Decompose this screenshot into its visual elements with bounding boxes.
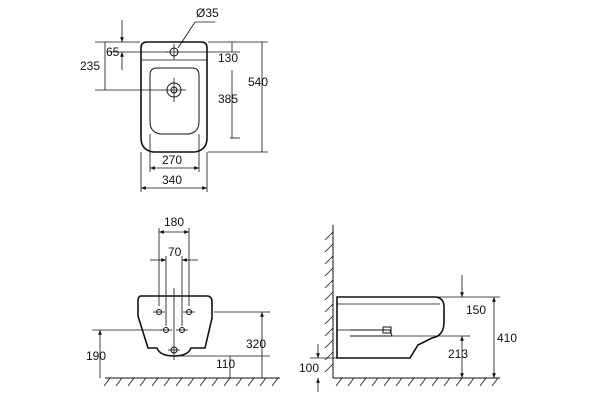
dim-inner-bolts: 70	[168, 245, 182, 259]
side-view: 150 213 410 100	[299, 225, 517, 392]
dim-hole-diameter: Ø35	[196, 6, 219, 20]
top-view-bowl-outline	[140, 41, 208, 153]
dim-inlet-to-floor: 213	[448, 347, 468, 361]
dim-hole-offset: 65	[106, 45, 120, 59]
dim-bolt-height: 320	[246, 337, 266, 351]
dim-overall-height: 410	[497, 331, 517, 345]
top-view-basin	[149, 67, 200, 135]
dim-rim-to-drain: 235	[80, 59, 100, 73]
dim-outer-bolts: 180	[164, 215, 184, 229]
dim-bottom-height: 110	[216, 357, 235, 371]
side-view-outline	[336, 296, 445, 359]
rear-view: 180 70 190 320 110	[86, 215, 280, 387]
dim-inner-width: 270	[162, 153, 182, 167]
top-view: Ø35 65 235 130 385 540 270 340	[80, 6, 268, 192]
dim-top-to-hole: 130	[218, 51, 238, 65]
dim-hole-to-front: 385	[218, 92, 238, 106]
dim-total-depth: 540	[248, 75, 268, 89]
dim-drain-height: 190	[86, 349, 106, 363]
dim-floor-gap: 100	[299, 361, 319, 375]
dim-outer-width: 340	[162, 173, 182, 187]
dim-top-to-inlet: 150	[466, 303, 486, 317]
